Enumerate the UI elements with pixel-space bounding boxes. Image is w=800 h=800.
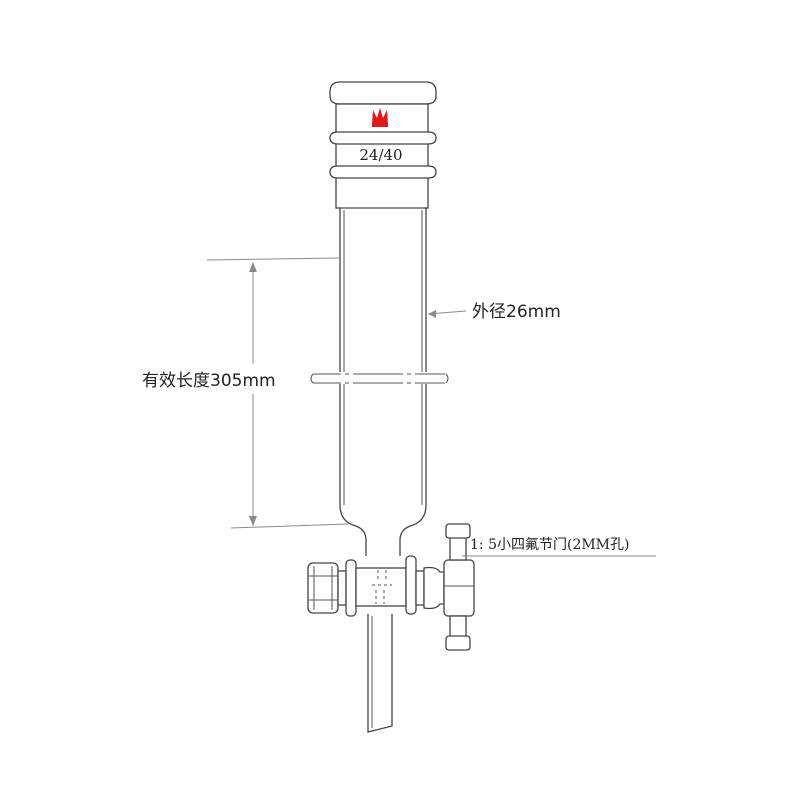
drip-tip	[367, 614, 393, 733]
effective-length-label: 有效长度305mm	[142, 371, 276, 391]
joint-size-label: 24/40	[359, 146, 402, 164]
column-tube	[339, 208, 427, 556]
outer-diameter-leader	[427, 310, 467, 318]
ground-glass-joint: 24/40	[329, 81, 437, 209]
effective-length-dimension	[206, 257, 349, 529]
brand-logo-icon	[372, 108, 388, 127]
stopcock-assembly	[307, 523, 475, 651]
outer-diameter-label: 外径26mm	[472, 302, 561, 322]
stopcock-label: 1: 5小四氟节门(2MM孔)	[470, 537, 629, 553]
break-mark	[310, 373, 449, 384]
